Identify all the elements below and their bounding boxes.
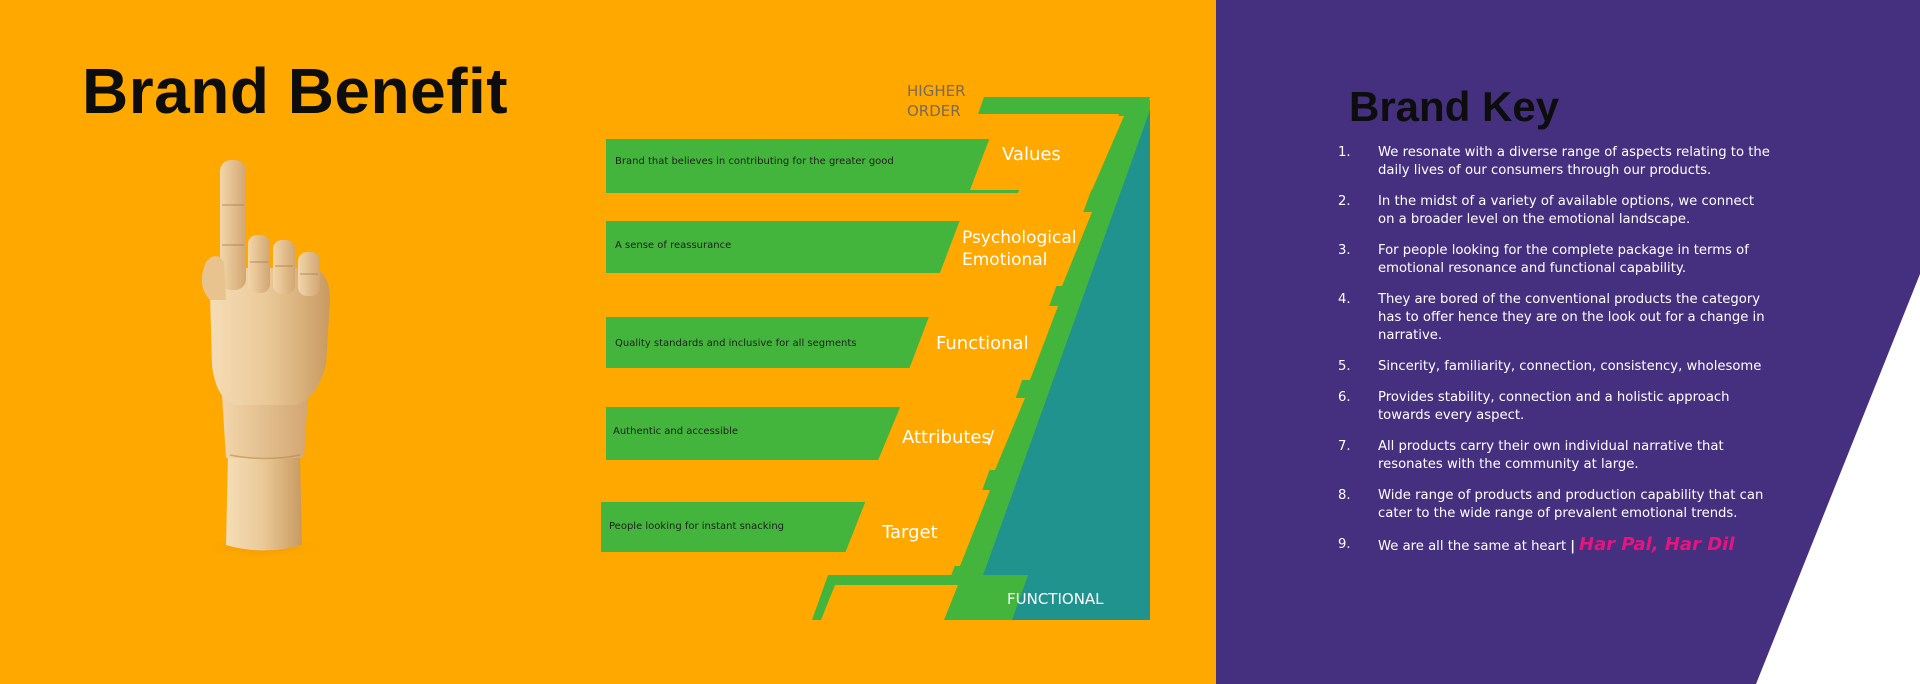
tagline-text: Har Pal, Har Dil [1579, 534, 1735, 555]
wooden-hand-image [192, 160, 332, 560]
level-attributes: Attributes [902, 427, 991, 448]
benefit-text-4: Authentic and accessible [613, 426, 738, 437]
level-values: Values [1002, 144, 1061, 165]
functional-label: FUNCTIONAL [1007, 590, 1104, 608]
list-item: 3.For people looking for the complete pa… [1338, 243, 1749, 276]
list-item: 2.In the midst of a variety of available… [1338, 194, 1755, 227]
brand-benefit-ladder: HIGHER ORDER FUNCTIONAL Brand that belie… [601, 82, 1150, 620]
benefit-text-3: Quality standards and inclusive for all … [615, 338, 856, 349]
brand-key-list: 1.We resonate with a diverse range of as… [1330, 144, 1770, 569]
level-functional: Functional [936, 333, 1029, 354]
higher-order-label-2: ORDER [907, 102, 961, 120]
tagline-separator: | [1570, 539, 1576, 554]
list-item: 7.All products carry their own individua… [1338, 439, 1724, 472]
brand-key-background [1216, 0, 1920, 684]
benefit-text-5: People looking for instant snacking [609, 521, 784, 532]
ladder-rows [601, 139, 1038, 620]
brand-benefit-title: Brand Benefit [82, 55, 509, 127]
level-psychological: Psychological [962, 228, 1077, 248]
level-emotional: Emotional [962, 250, 1047, 270]
list-item: 8.Wide range of products and production … [1338, 488, 1764, 521]
benefit-text-1: Brand that believes in contributing for … [615, 156, 894, 167]
brand-key-panel [1216, 0, 1920, 684]
list-item: 5.Sincerity, familiarity, connection, co… [1338, 359, 1762, 374]
brand-benefit-panel: Brand Benefit [0, 0, 1216, 684]
list-item-tagline: 9.We are all the same at heart|Har Pal, … [1338, 534, 1735, 555]
higher-order-label: HIGHER [907, 82, 966, 100]
ladder-level-boxes [821, 116, 1124, 620]
list-item: 4.They are bored of the conventional pro… [1338, 292, 1765, 343]
level-target: Target [881, 522, 938, 543]
list-item: 6.Provides stability, connection and a h… [1338, 390, 1730, 423]
level-attributes-slash: / [988, 427, 995, 448]
ladder-top-bar [978, 97, 1150, 114]
list-item: 1.We resonate with a diverse range of as… [1338, 145, 1770, 178]
brand-key-title: Brand Key [1349, 83, 1560, 130]
benefit-text-2: A sense of reassurance [615, 240, 731, 251]
